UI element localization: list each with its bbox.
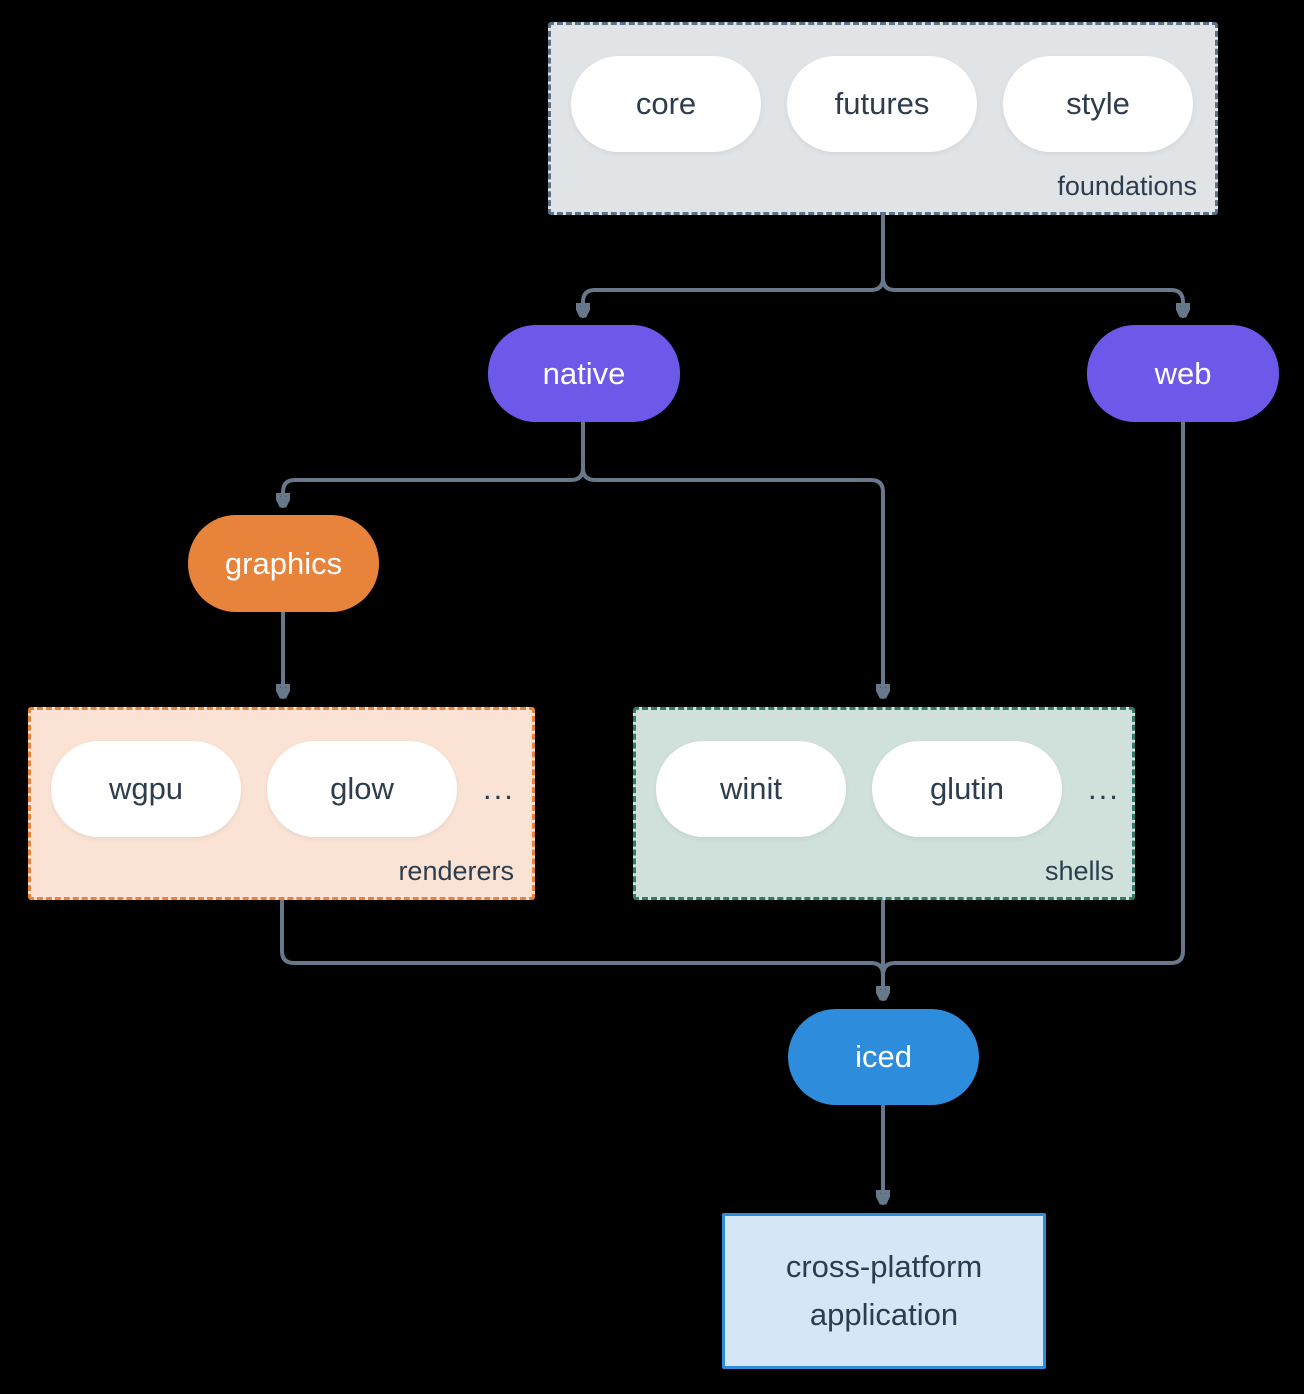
group-foundations-label: foundations <box>1057 171 1197 201</box>
node-winit: winit <box>656 741 846 837</box>
node-glow: glow <box>267 741 457 837</box>
node-graphics: graphics <box>188 515 379 612</box>
group-renderers-label: renderers <box>398 856 514 886</box>
group-shells-label: shells <box>1044 856 1114 886</box>
node-native: native <box>488 325 680 422</box>
renderers-ellipsis: ... <box>483 771 515 806</box>
group-renderers: wgpu glow ... renderers <box>28 707 535 900</box>
edge-native-to-shells <box>581 421 883 699</box>
node-glutin: glutin <box>872 741 1062 837</box>
node-iced: iced <box>788 1009 979 1105</box>
node-style: style <box>1003 56 1193 152</box>
group-shells: winit glutin ... shells <box>633 707 1135 900</box>
edge-native-to-graphics <box>283 421 585 508</box>
foundations-pill-row: core futures style <box>571 56 1193 152</box>
edge-foundations-to-web <box>881 214 1183 318</box>
edge-renderers-to-iced <box>280 899 885 996</box>
node-futures: futures <box>787 56 977 152</box>
node-cross-platform-application: cross-platform application <box>722 1213 1046 1369</box>
node-core: core <box>571 56 761 152</box>
shells-ellipsis: ... <box>1088 771 1120 806</box>
node-web: web <box>1087 325 1279 422</box>
edge-foundations-to-native <box>583 214 885 318</box>
renderers-pill-row: wgpu glow ... <box>51 741 515 837</box>
node-wgpu: wgpu <box>51 741 241 837</box>
group-foundations: core futures style foundations <box>548 22 1218 215</box>
shells-pill-row: winit glutin ... <box>656 741 1120 837</box>
